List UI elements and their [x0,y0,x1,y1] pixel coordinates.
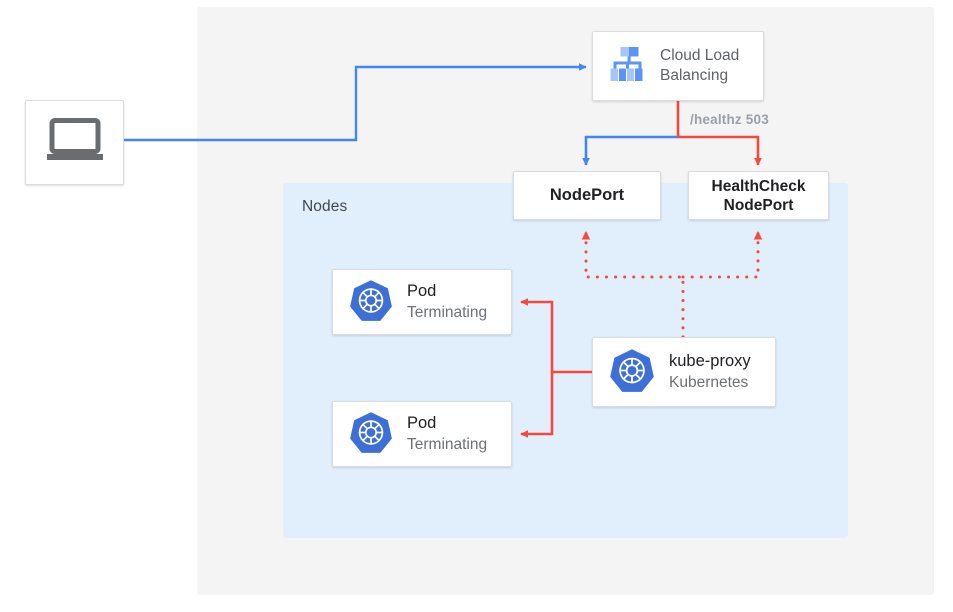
kube-proxy-title: kube-proxy [669,352,751,370]
laptop-icon [46,118,104,167]
nodeport-label: NodePort [549,186,625,204]
lb-label-line2: Balancing [660,67,729,84]
healthz-edge-label: /healthz 503 [690,112,769,127]
healthcheck-nodeport-label: HealthCheck NodePort [712,177,806,215]
healthcheck-nodeport-node[interactable]: HealthCheck NodePort [688,171,829,220]
pod-node-2[interactable]: Pod Terminating [332,401,512,467]
hc-label-line2: NodePort [723,196,794,214]
cloud-load-balancing-node[interactable]: Cloud Load Balancing [592,31,764,101]
kubernetes-icon [609,347,655,398]
pod-2-text: Pod Terminating [407,413,487,455]
pod-node-1[interactable]: Pod Terminating [332,269,512,335]
kube-proxy-node[interactable]: kube-proxy Kubernetes [592,337,776,407]
hc-label-line1: HealthCheck [711,177,806,195]
kubernetes-icon [349,278,393,327]
pod-1-title: Pod [407,282,437,300]
pod-2-title: Pod [407,414,437,432]
cloud-load-balancing-icon [606,43,648,90]
pod-2-status: Terminating [407,436,488,453]
client-node[interactable] [25,100,124,185]
cloud-load-balancing-label: Cloud Load Balancing [660,46,739,86]
nodeport-node[interactable]: NodePort [513,171,661,220]
lb-label-line1: Cloud Load [660,47,740,64]
pod-1-status: Terminating [407,304,488,321]
pod-1-text: Pod Terminating [407,281,487,323]
kubernetes-icon [349,410,393,459]
nodes-region-label: Nodes [302,198,348,215]
kube-proxy-text: kube-proxy Kubernetes [669,351,751,393]
kube-proxy-subtitle: Kubernetes [669,374,749,391]
